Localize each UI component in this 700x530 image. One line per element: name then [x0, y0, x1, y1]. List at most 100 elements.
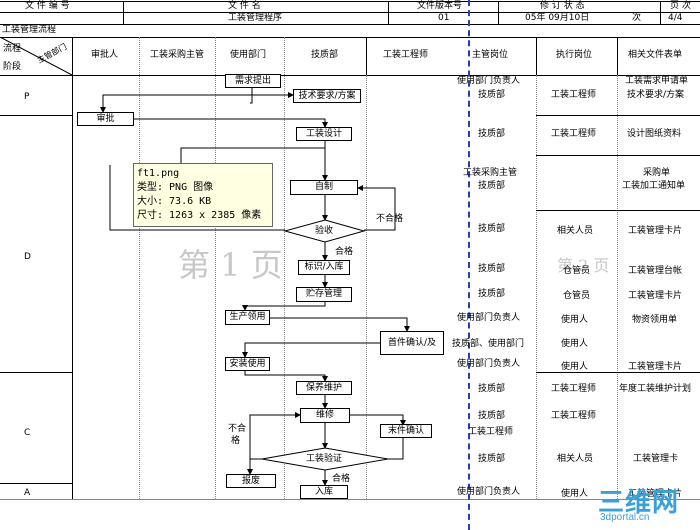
table-top-line [0, 37, 700, 38]
row-doc-15: 工装管理卡片 [628, 489, 683, 499]
col-dotted [139, 37, 140, 499]
row-exec-11: 工装工程师 [551, 384, 597, 394]
revision-times: 次 [632, 13, 642, 23]
corner-diagonal [0, 36, 73, 76]
site-logo-url: 3dportal.cn [600, 512, 650, 523]
file-info-tooltip: ft1.png 类型: PNG 图像 大小: 73.6 KB 尺寸: 1263 … [133, 163, 273, 227]
col-header-engineer: 工装工程师 [383, 50, 429, 60]
col-line [72, 37, 73, 499]
flow-prod-use: 生产领用 [225, 310, 270, 325]
flow-storage: 贮存管理 [296, 287, 352, 302]
flow-fail1: 不合格 [376, 214, 404, 224]
watermark-page2: 第 2 页 [557, 256, 610, 275]
header-sep [498, 1, 499, 24]
file-version-label: 文件版本号 [417, 1, 463, 11]
table-bottom-line [0, 499, 700, 500]
col-header-tech-dept: 技质部 [311, 50, 339, 60]
flow-repair: 维修 [300, 408, 350, 423]
flow-tech-req: 技术要求/方案 [293, 89, 361, 103]
revision-label: 修 订 状 态 [540, 1, 585, 11]
flow-make: 自制 [290, 180, 358, 195]
page-value: 4/4 [668, 13, 683, 23]
flow-install-use: 安装使用 [225, 357, 270, 371]
row-exec-6: 仓管员 [563, 266, 591, 276]
file-no-label: 文 件 编 号 [25, 1, 70, 11]
header-sep [123, 1, 124, 24]
row-doc-3: 采购单 [643, 168, 671, 178]
row-doc-11: 年度工装维护计划 [619, 384, 692, 394]
row-doc-4: 工装加工通知单 [622, 181, 686, 191]
stage-label-p: P [24, 92, 30, 102]
flow-maint: 保养维护 [296, 381, 352, 395]
row-main-5: 技质部 [478, 224, 506, 234]
flow-scrap: 报废 [226, 474, 276, 488]
flow-fail2: 不合 [228, 424, 247, 434]
flow-fail2b: 格 [231, 436, 241, 446]
header-sep [388, 1, 389, 24]
tooltip-size: 大小: 73.6 KB [137, 196, 212, 207]
flow-pass2: 合格 [332, 474, 351, 484]
row-doc-2: 设计图纸资料 [627, 129, 682, 139]
row-main-15: 使用部门负责人 [457, 487, 521, 497]
row-main-8: 使用部门负责人 [457, 313, 521, 323]
flow-last-confirm: 末件确认 [380, 424, 432, 438]
col-header-documents: 相关文件表单 [628, 50, 683, 60]
row-doc-0: 工装需求申请单 [625, 76, 689, 86]
row-main-3: 工装采购主管 [463, 168, 518, 178]
stage-sep [0, 372, 72, 373]
flow-request: 需求提出 [225, 74, 281, 88]
flow-pass1: 合格 [335, 247, 354, 257]
row-sep [536, 155, 700, 156]
header-bottom-line [0, 24, 700, 25]
col-dotted [536, 75, 537, 499]
row-doc-14: 工装管理卡 [633, 454, 679, 464]
stage-sep [0, 483, 72, 484]
row-exec-9: 使用人 [561, 339, 589, 349]
row-main-11: 技质部 [478, 384, 506, 394]
row-main-13: 工装工程师 [468, 427, 514, 437]
col-dotted [617, 75, 618, 499]
row-main-9: 技质部、使用部门 [452, 339, 525, 349]
row-main-10: 使用部门负责人 [457, 359, 521, 369]
row-doc-10: 工装管理卡片 [628, 362, 683, 372]
col-dotted [215, 37, 216, 499]
row-doc-6: 工装管理台帐 [628, 266, 683, 276]
col-header-approver: 审批人 [91, 50, 119, 60]
row-exec-10: 使用人 [561, 362, 589, 372]
row-exec-5: 相关人员 [557, 226, 594, 236]
col-dotted [284, 37, 285, 499]
corner-stage-label: 阶段 [3, 62, 22, 72]
flow-design: 工装设计 [296, 127, 352, 141]
row-doc-1: 技术要求/方案 [627, 90, 685, 100]
tooltip-type: 类型: PNG 图像 [137, 182, 214, 193]
row-main-0: 使用部门负责人 [457, 76, 521, 86]
row-exec-8: 使用人 [561, 315, 589, 325]
row-doc-5: 工装管理卡片 [628, 226, 683, 236]
tooltip-dims: 尺寸: 1263 x 2385 像素 [137, 210, 262, 221]
row-exec-12: 工装工程师 [551, 411, 597, 421]
row-sep [536, 372, 700, 373]
header-top-line [0, 1, 700, 2]
col-dotted [366, 75, 367, 499]
col-line [536, 37, 537, 75]
tooltip-filename: ft1.png [137, 168, 180, 179]
flow-label-store: 标识/入库 [298, 260, 350, 275]
col-header-purchasing: 工装采购主管 [150, 50, 205, 60]
row-main-2: 技质部 [478, 129, 506, 139]
corner-flow-label: 流程 [3, 44, 22, 54]
col-header-user-dept: 使用部门 [230, 50, 267, 60]
page-break-line [468, 0, 470, 530]
row-exec-14: 相关人员 [557, 454, 594, 464]
row-doc-8: 物资领用单 [632, 315, 678, 325]
stage-sep [0, 115, 72, 116]
row-main-14: 技质部 [478, 454, 506, 464]
row-main-7: 技质部 [478, 289, 506, 299]
flow-verify: 验收 [315, 226, 334, 236]
row-main-6: 技质部 [478, 264, 506, 274]
revision-date: 05年 09月10日 [525, 13, 590, 23]
stage-label-a: A [24, 488, 31, 498]
row-sep [536, 115, 700, 116]
row-main-4: 技质部 [478, 181, 506, 191]
flow-first-confirm: 首件确认/及 [380, 331, 444, 355]
